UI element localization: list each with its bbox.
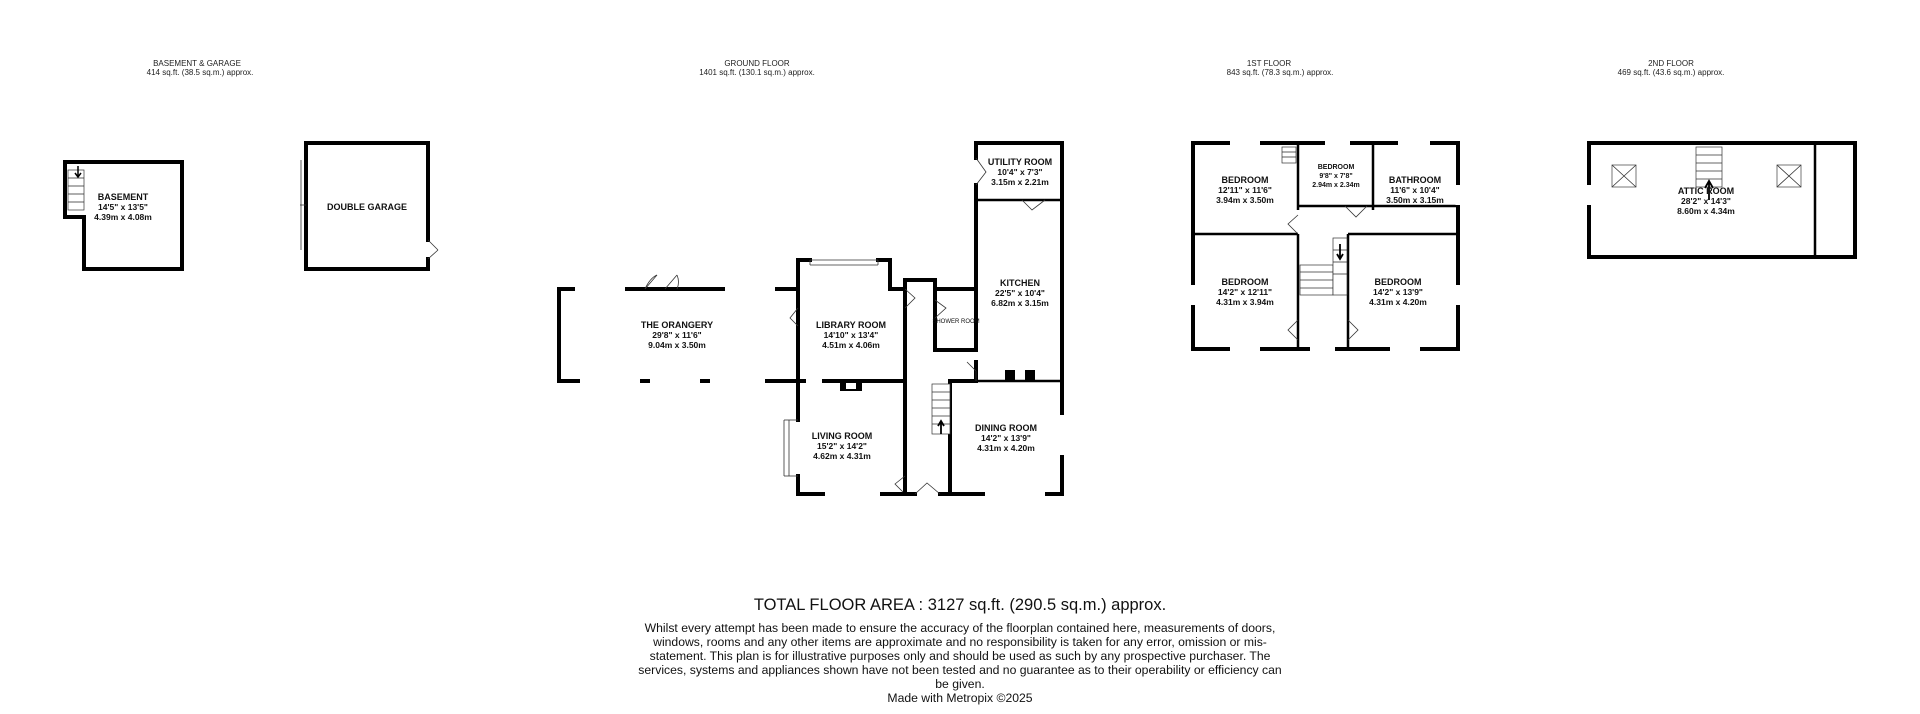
room-dimensions-imperial: 14'2" x 13'9" bbox=[981, 433, 1031, 443]
room-dimensions-imperial: 28'2" x 14'3" bbox=[1681, 196, 1731, 206]
basement-plan: BASEMENT 14'5" x 13'5" 4.39m x 4.08m bbox=[63, 160, 184, 271]
room-dimensions-imperial: 15'2" x 14'2" bbox=[817, 441, 867, 451]
room-name: BASEMENT bbox=[98, 192, 149, 202]
first-floor-plan: BEDROOM 12'11" x 11'6" 3.94m x 3.50m BED… bbox=[1190, 140, 1461, 352]
room-dimensions-metric: 3.15m x 2.21m bbox=[991, 177, 1049, 187]
room-dimensions-imperial: 29'8" x 11'6" bbox=[652, 330, 701, 340]
room-dimensions-metric: 9.04m x 3.50m bbox=[648, 340, 706, 350]
second-floor-plan: ATTIC ROOM 28'2" x 14'3" 8.60m x 4.34m bbox=[1586, 141, 1857, 259]
section-area: 843 sq.ft. (78.3 sq.m.) approx. bbox=[1227, 68, 1334, 77]
section-basement-garage: BASEMENT & GARAGE 414 sq.ft. (38.5 sq.m.… bbox=[147, 59, 254, 77]
room-dimensions-metric: 4.62m x 4.31m bbox=[813, 451, 871, 461]
room-name: SHOWER ROOM bbox=[932, 319, 979, 325]
room-name: ATTIC ROOM bbox=[1678, 186, 1734, 196]
section-area: 414 sq.ft. (38.5 sq.m.) approx. bbox=[147, 68, 254, 77]
stair-arrow-icon bbox=[937, 419, 945, 434]
disclaimer-text: Whilst every attempt has been made to en… bbox=[638, 621, 1282, 691]
total-floor-area: TOTAL FLOOR AREA : 3127 sq.ft. (290.5 sq… bbox=[753, 596, 1167, 614]
floorplan-drawing: BASEMENT & GARAGE 414 sq.ft. (38.5 sq.m.… bbox=[63, 59, 1857, 497]
section-title: BASEMENT & GARAGE bbox=[153, 59, 241, 68]
section-title: 1ST FLOOR bbox=[1247, 59, 1292, 68]
room-name: KITCHEN bbox=[1000, 278, 1040, 288]
footer: TOTAL FLOOR AREA : 3127 sq.ft. (290.5 sq… bbox=[560, 596, 1360, 705]
room-name: LIVING ROOM bbox=[812, 431, 873, 441]
room-dimensions-metric: 8.60m x 4.34m bbox=[1677, 206, 1735, 216]
section-second-floor: 2ND FLOOR 469 sq.ft. (43.6 sq.m.) approx… bbox=[1618, 59, 1725, 77]
stair-arrow-icon bbox=[1704, 179, 1714, 200]
credit-text: Made with Metropix ©2025 bbox=[887, 691, 1033, 705]
room-dimensions-imperial: 10'4" x 7'3" bbox=[997, 167, 1042, 177]
section-title: GROUND FLOOR bbox=[724, 59, 790, 68]
room-name: UTILITY ROOM bbox=[988, 157, 1052, 167]
room-name: BATHROOM bbox=[1389, 175, 1441, 185]
room-name: BEDROOM bbox=[1222, 175, 1269, 185]
room-dimensions-metric: 4.31m x 4.20m bbox=[977, 443, 1035, 453]
room-dimensions-metric: 4.39m x 4.08m bbox=[94, 212, 152, 222]
room-dimensions-metric: 4.51m x 4.06m bbox=[822, 340, 880, 350]
room-dimensions-imperial: 12'11" x 11'6" bbox=[1218, 185, 1272, 195]
room-dimensions-imperial: 22'5" x 10'4" bbox=[995, 288, 1045, 298]
room-dimensions-imperial: 11'6" x 10'4" bbox=[1390, 185, 1439, 195]
room-name: BEDROOM bbox=[1318, 164, 1355, 171]
room-name: DINING ROOM bbox=[975, 423, 1037, 433]
room-name: DOUBLE GARAGE bbox=[327, 202, 407, 212]
section-area: 1401 sq.ft. (130.1 sq.m.) approx. bbox=[699, 68, 815, 77]
section-area: 469 sq.ft. (43.6 sq.m.) approx. bbox=[1618, 68, 1725, 77]
section-first-floor: 1ST FLOOR 843 sq.ft. (78.3 sq.m.) approx… bbox=[1227, 59, 1334, 77]
garage-plan: DOUBLE GARAGE bbox=[300, 141, 439, 271]
room-dimensions-imperial: 14'2" x 13'9" bbox=[1373, 287, 1423, 297]
stair-arrow-icon bbox=[74, 166, 82, 179]
section-title: 2ND FLOOR bbox=[1648, 59, 1694, 68]
room-dimensions-metric: 6.82m x 3.15m bbox=[991, 298, 1049, 308]
room-dimensions-imperial: 9'8" x 7'8" bbox=[1319, 173, 1352, 180]
section-ground-floor: GROUND FLOOR 1401 sq.ft. (130.1 sq.m.) a… bbox=[699, 59, 815, 77]
room-name: BEDROOM bbox=[1375, 277, 1422, 287]
room-dimensions-imperial: 14'5" x 13'5" bbox=[98, 202, 148, 212]
room-name: LIBRARY ROOM bbox=[816, 320, 886, 330]
room-dimensions-imperial: 14'2" x 12'11" bbox=[1218, 287, 1272, 297]
room-dimensions-imperial: 14'10" x 13'4" bbox=[824, 330, 879, 340]
room-dimensions-metric: 3.50m x 3.15m bbox=[1386, 195, 1444, 205]
ground-floor-plan: THE ORANGERY 29'8" x 11'6" 9.04m x 3.50m… bbox=[557, 141, 1065, 497]
room-dimensions-metric: 4.31m x 4.20m bbox=[1369, 297, 1427, 307]
stair-arrow-icon bbox=[1336, 244, 1344, 261]
room-name: THE ORANGERY bbox=[641, 320, 713, 330]
room-name: BEDROOM bbox=[1222, 277, 1269, 287]
room-dimensions-metric: 2.94m x 2.34m bbox=[1312, 182, 1359, 189]
room-dimensions-metric: 3.94m x 3.50m bbox=[1216, 195, 1274, 205]
room-dimensions-metric: 4.31m x 3.94m bbox=[1216, 297, 1274, 307]
